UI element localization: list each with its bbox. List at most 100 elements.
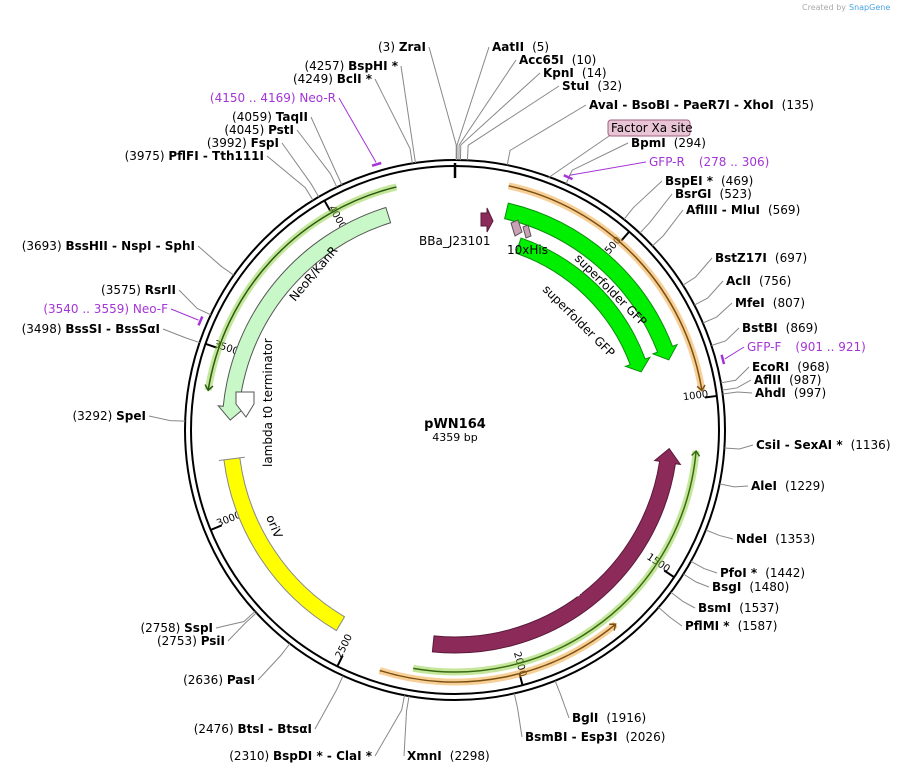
site-label-35[interactable]: (3693) BssHII - NspI - SphI [22, 239, 195, 253]
site-leader-24 [554, 680, 570, 719]
site-label-31[interactable]: (2758) SspI [140, 621, 213, 635]
primer-label-GFP-R[interactable]: GFP-R(278 .. 306) [649, 155, 769, 169]
tick-mark-500 [620, 230, 630, 242]
primer-mark-Neo-R[interactable] [371, 161, 382, 167]
site-leader-39 [310, 116, 343, 186]
site-label-24[interactable]: BglI(1916) [572, 711, 646, 725]
site-label-32[interactable]: (3292) SpeI [72, 409, 146, 423]
site-label-18[interactable]: AleI(1229) [751, 479, 825, 493]
site-label-21[interactable]: BsgI(1480) [712, 580, 789, 594]
site-leader-10 [682, 257, 713, 286]
site-leader-27 [374, 695, 406, 757]
primer-label-Neo-F[interactable]: (3540 .. 3559) Neo-F [43, 302, 168, 316]
site-label-8[interactable]: BsrGI(523) [675, 187, 752, 201]
site-leader-37 [281, 142, 320, 198]
site-label-7[interactable]: BspEI *(469) [665, 174, 753, 188]
site-label-36[interactable]: (3975) PflFI - Tth111I [125, 149, 264, 163]
site-label-3[interactable]: KpnI(14) [543, 66, 607, 80]
site-label-15[interactable]: AflII(987) [754, 373, 821, 387]
site-label-41[interactable]: (4257) BspHI * [304, 59, 398, 73]
superfolder-gfp-inner-feature[interactable] [515, 237, 652, 373]
tick-mark-3500 [205, 342, 218, 349]
primer-mark-Neo-F[interactable] [197, 316, 204, 326]
site-label-19[interactable]: NdeI(1353) [736, 532, 815, 546]
site-leaders [148, 46, 754, 757]
neor-kanr-feature[interactable] [217, 206, 392, 421]
site-leader-28 [314, 675, 344, 730]
site-leader-23 [658, 606, 683, 627]
site-label-13[interactable]: BstBI(869) [742, 321, 818, 335]
site-label-34[interactable]: (3575) RsrII [101, 283, 176, 297]
factor-xa-callout[interactable]: Factor Xa site [547, 119, 693, 179]
primer-label-GFP-F[interactable]: GFP-F(901 .. 921) [747, 340, 866, 354]
site-label-29[interactable]: (2636) PasI [183, 673, 255, 687]
factor-xa-label: Factor Xa site [611, 121, 693, 135]
site-leader-6 [565, 142, 629, 185]
primer-mark-GFP-F[interactable] [720, 354, 726, 365]
site-label-6[interactable]: BpmI(294) [631, 136, 706, 150]
site-leader-34 [178, 289, 212, 316]
site-leader-40 [374, 78, 413, 164]
primer-mark-GFP-R[interactable] [563, 174, 574, 181]
primer-leader-GFP-F [724, 346, 745, 360]
site-label-28[interactable]: (2476) BtsI - BtsαI [194, 722, 312, 736]
site-label-22[interactable]: BsmI(1537) [698, 601, 779, 615]
primer-leader-GFP-R [568, 161, 647, 176]
site-leader-41 [400, 65, 416, 163]
site-leader-22 [670, 591, 696, 609]
site-label-14[interactable]: EcoRI(968) [752, 360, 830, 374]
site-leader-17 [724, 444, 754, 450]
backbone [184, 159, 726, 701]
site-label-20[interactable]: PfoI *(1442) [720, 566, 805, 580]
site-leader-11 [694, 280, 724, 306]
orange-track-lower [379, 623, 617, 683]
site-label-40[interactable]: (4249) BclI * [293, 72, 373, 86]
site-label-1[interactable]: AatII(5) [492, 40, 549, 54]
tick-mark-3000 [210, 524, 223, 531]
site-label-27[interactable]: (2310) BspDI * - ClaI * [229, 749, 372, 763]
site-leader-15 [721, 379, 752, 391]
bba-j23101-label: BBa_J23101 [419, 234, 491, 248]
site-label-30[interactable]: (2753) PsiI [157, 634, 225, 648]
site-label-38[interactable]: (4045) PstI [224, 123, 294, 137]
bba-j23101-promoter[interactable] [480, 207, 494, 233]
site-label-11[interactable]: AclI(756) [726, 274, 791, 288]
site-label-16[interactable]: AhdI(997) [755, 386, 826, 400]
lambda-t0-terminator-feature[interactable] [235, 391, 255, 418]
site-label-5[interactable]: AvaI - BsoBI - PaeR7I - XhoI(135) [589, 98, 814, 112]
credit-brand: SnapGene [849, 3, 890, 12]
oriv-feature[interactable] [218, 456, 346, 632]
superfolder-gfp-outer-feature[interactable] [504, 202, 679, 361]
primer-label-Neo-R[interactable]: (4150 .. 4169) Neo-R [210, 91, 336, 105]
10xhis-tag[interactable] [510, 219, 523, 237]
site-label-12[interactable]: MfeI(807) [735, 296, 805, 310]
trfa-feature[interactable] [431, 447, 682, 654]
site-label-26[interactable]: XmnI(2298) [407, 749, 490, 763]
site-label-23[interactable]: PflMI *(1587) [685, 619, 777, 633]
tick-mark-1500 [663, 569, 675, 579]
tick-mark-2500 [336, 655, 344, 667]
site-label-9[interactable]: AflIII - MluI(569) [686, 203, 800, 217]
site-label-0[interactable]: (3) ZraI [378, 40, 426, 54]
site-label-2[interactable]: Acc65I(10) [519, 53, 596, 67]
site-label-37[interactable]: (3992) FspI [207, 136, 279, 150]
primer-leader-Neo-R [338, 97, 377, 163]
site-leader-14 [720, 366, 750, 384]
site-label-25[interactable]: BsmBI - Esp3I(2026) [525, 730, 665, 744]
site-label-4[interactable]: StuI(32) [562, 79, 622, 93]
site-label-33[interactable]: (3498) BssSI - BssSαI [22, 322, 160, 336]
site-label-17[interactable]: CsiI - SexAI *(1136) [756, 438, 891, 452]
site-leader-25 [513, 693, 523, 738]
site-leader-8 [639, 193, 673, 234]
site-labels: (3) ZraI AatII(5)Acc65I(10)KpnI(14)StuI(3… [22, 40, 891, 763]
site-leader-26 [403, 695, 410, 757]
site-leader-35 [197, 245, 235, 276]
site-label-39[interactable]: (4059) TaqII [232, 110, 308, 124]
green-track-trfa [413, 450, 697, 673]
site-leader-4 [466, 85, 560, 161]
tick-label-2500: 2500 [334, 633, 355, 661]
tick-mark-1000 [704, 394, 717, 399]
site-leader-20 [690, 560, 718, 574]
factor-xa-mark[interactable] [522, 224, 532, 239]
site-label-10[interactable]: BstZ17I(697) [715, 251, 807, 265]
